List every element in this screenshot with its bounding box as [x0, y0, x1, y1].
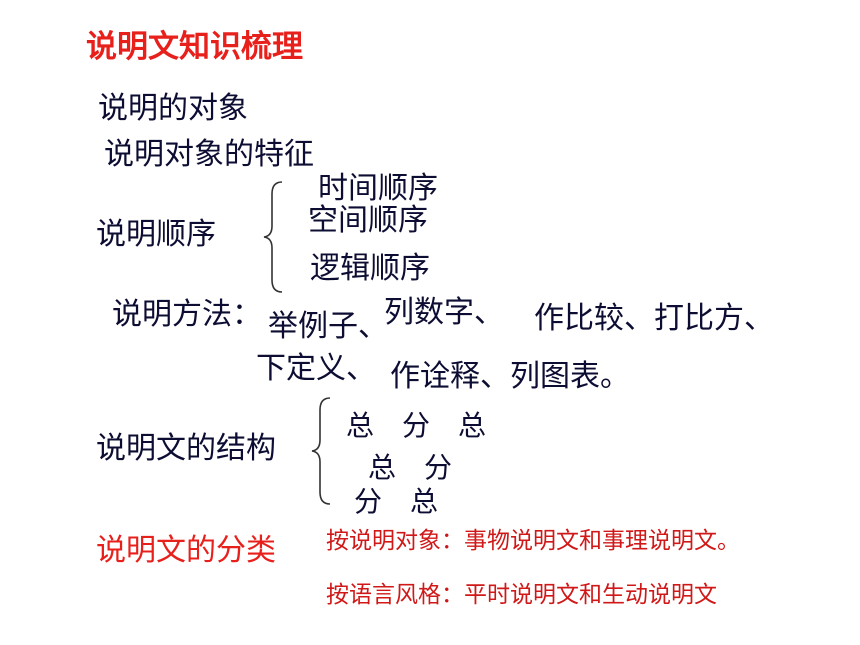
class-label: 说明文的分类 [96, 533, 276, 568]
structure-item-3: 分 总 [354, 485, 439, 518]
structure-item-1: 总 分 总 [346, 409, 487, 442]
structure-brace [311, 397, 331, 505]
order-item-logic: 逻辑顺序 [310, 251, 430, 286]
method-example: 举例子、 [268, 309, 388, 344]
order-label: 说明顺序 [96, 217, 216, 252]
method-explain: 作诠释、列图表。 [390, 359, 630, 394]
order-item-time: 时间顺序 [318, 171, 438, 206]
item-feature: 说明对象的特征 [104, 137, 314, 172]
structure-label: 说明文的结构 [96, 431, 276, 466]
order-item-space: 空间顺序 [308, 203, 428, 238]
method-label: 说明方法： [112, 297, 262, 332]
order-brace [263, 181, 283, 293]
page-title: 说明文知识梳理 [86, 29, 303, 65]
method-compare: 作比较、打比方、 [534, 301, 774, 336]
class-item-object: 按说明对象：事物说明文和事理说明文。 [326, 528, 740, 554]
method-numbers: 列数字、 [384, 295, 504, 330]
structure-item-2: 总 分 [368, 451, 453, 484]
class-item-style: 按语言风格：平时说明文和生动说明文 [326, 582, 717, 608]
item-object: 说明的对象 [98, 91, 248, 126]
method-define: 下定义、 [256, 351, 376, 386]
